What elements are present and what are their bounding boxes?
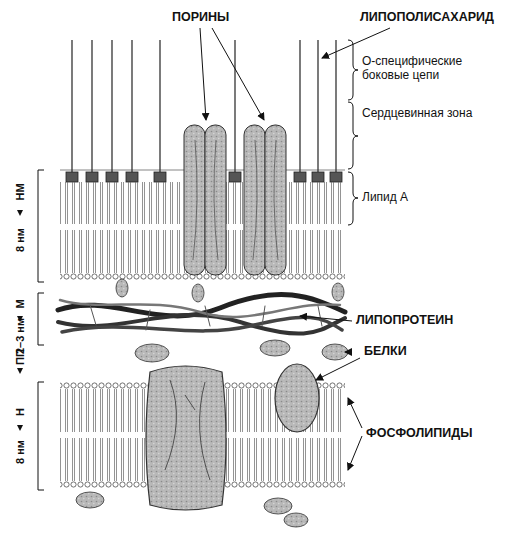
lipoprotein-label: ЛИПОПРОТЕИН [356, 313, 453, 327]
layer-label: ПП [13, 349, 27, 365]
layer-label: М [13, 299, 27, 308]
porins-label: ПОРИНЫ [172, 10, 229, 24]
lps-label: ЛИПОПОЛИСАХАРИД [360, 10, 494, 24]
layer-label: Н [13, 408, 27, 416]
thickness-label: 8 нм [13, 228, 27, 252]
lipid-a-label: Липид А [362, 190, 408, 204]
proteins-label: БЕЛКИ [364, 344, 407, 358]
phospholipids-label: ФОСФОЛИПИДЫ [366, 426, 472, 440]
o-chain-label: О-специфические боковые цепи [362, 54, 492, 82]
layer-label: НМ [13, 183, 27, 200]
thickness-label: 2–3 нм [13, 318, 27, 354]
core-label: Сердцевинная зона [362, 106, 482, 120]
thickness-label: 8 нм [13, 440, 27, 464]
